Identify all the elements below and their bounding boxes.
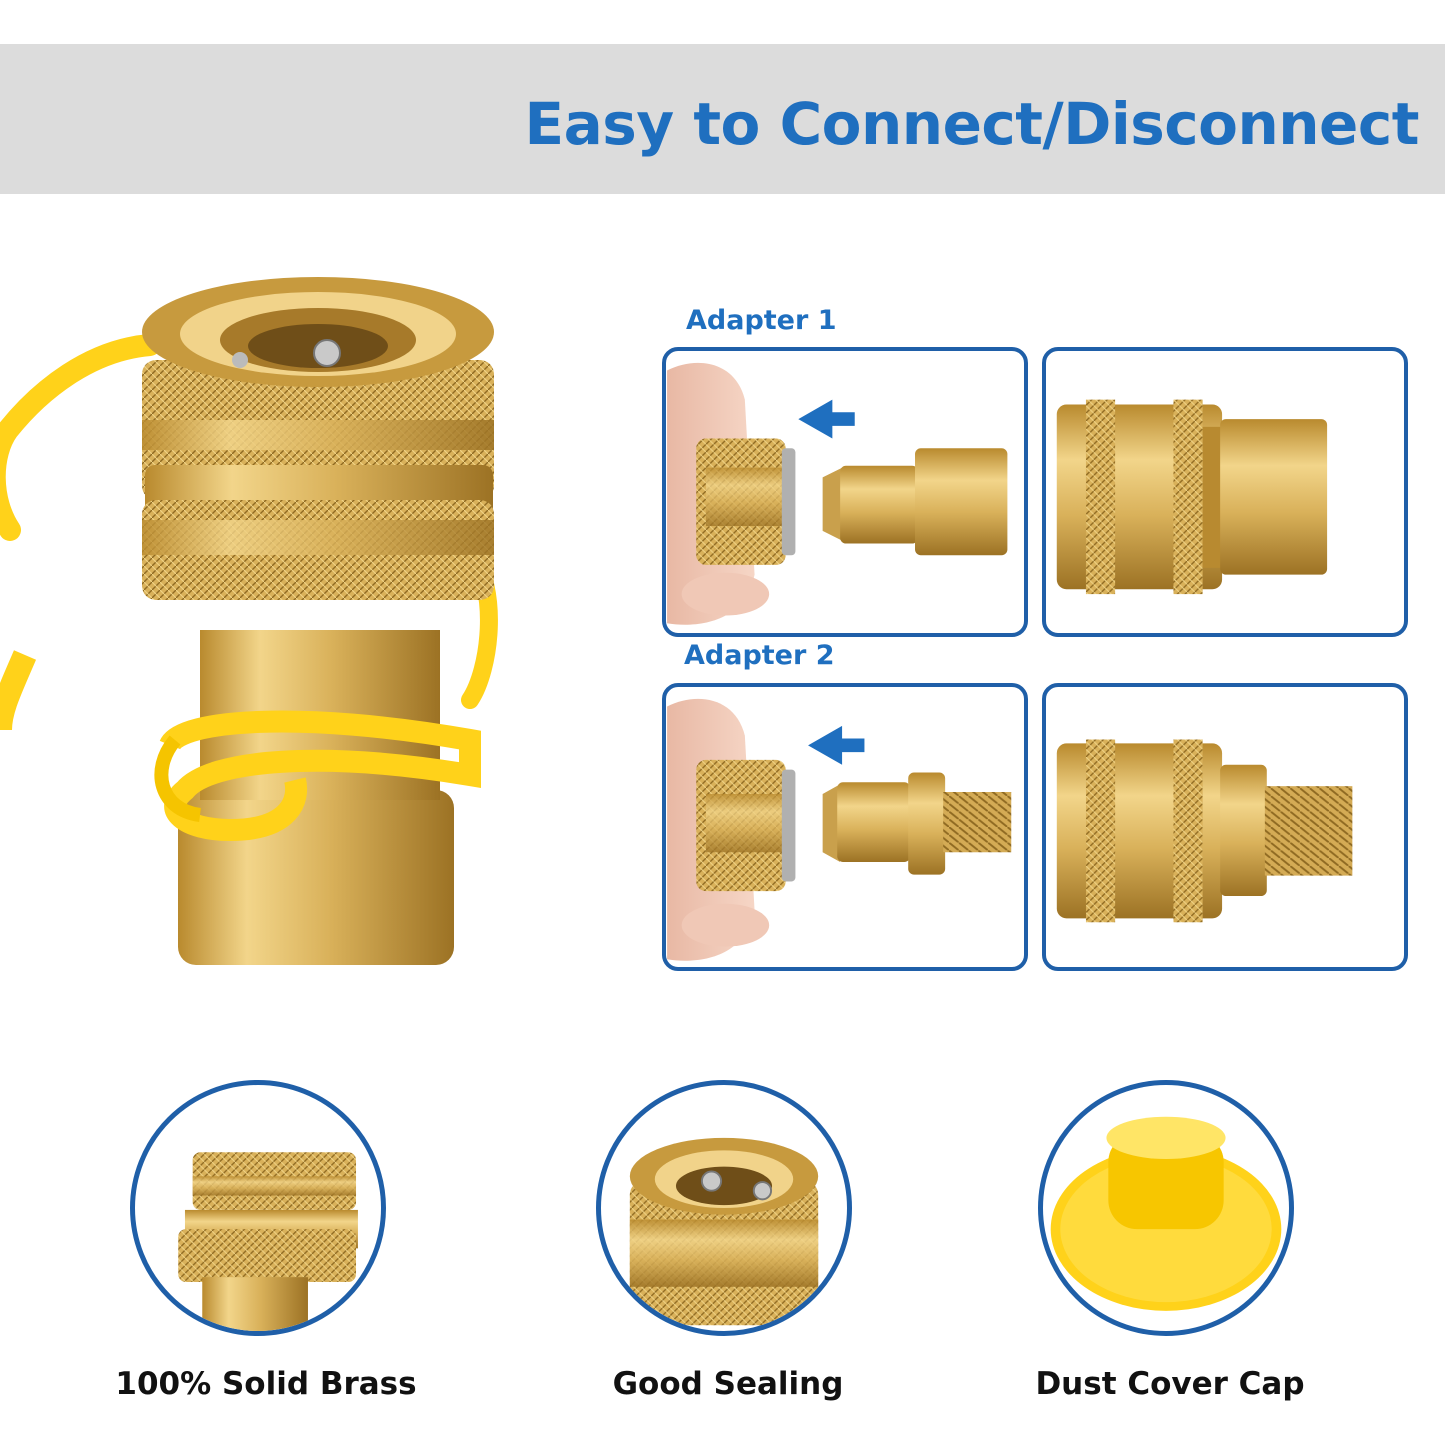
adapter-2-connecting-image <box>662 683 1028 971</box>
dust-cover-cap-image <box>1038 1080 1294 1336</box>
adapter-1-connected-image <box>1042 347 1408 637</box>
feature-label-dust-cover-cap: Dust Cover Cap <box>1035 1366 1305 1402</box>
good-sealing-image <box>596 1080 852 1336</box>
feature-label-good-sealing: Good Sealing <box>612 1366 844 1402</box>
adapter-1-label: Adapter 1 <box>686 305 837 336</box>
adapter-1-connecting-image <box>662 347 1028 637</box>
adapter-2-label: Adapter 2 <box>684 640 835 671</box>
adapter-2-connected-image <box>1042 683 1408 971</box>
feature-label-solid-brass: 100% Solid Brass <box>115 1366 417 1402</box>
header-banner: Easy to Connect/Disconnect <box>0 44 1445 194</box>
solid-brass-image <box>130 1080 386 1336</box>
quick-connect-coupler-image <box>0 270 520 990</box>
banner-title: Easy to Connect/Disconnect <box>524 90 1420 158</box>
